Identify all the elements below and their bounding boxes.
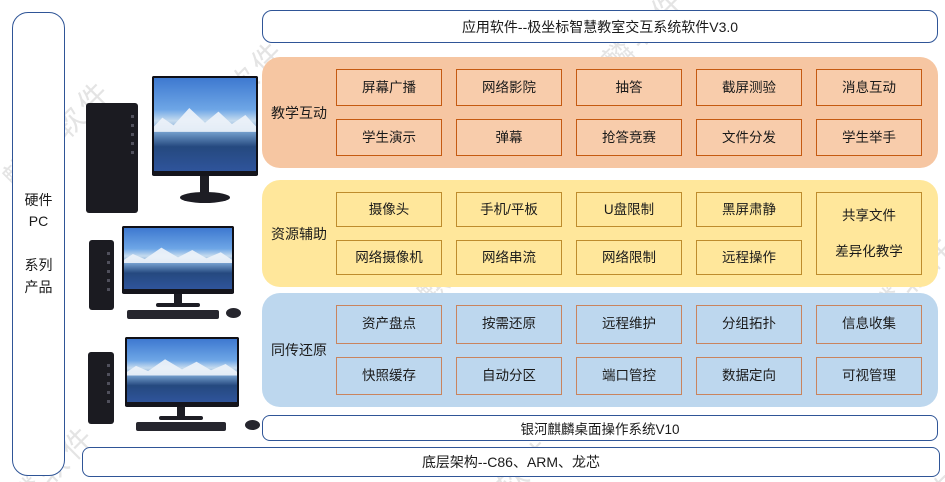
feature-box: 端口管控 — [576, 356, 682, 395]
section-label: 同传还原 — [271, 342, 327, 358]
feature-box: 网络限制 — [576, 240, 682, 275]
section-sync-restore: 同传还原 资产盘点 按需还原 远程维护 分组拓扑 信息收集 快照缓存 自动分区 … — [262, 293, 938, 407]
pc-tower-image — [88, 352, 114, 424]
feature-box: 分组拓扑 — [696, 305, 802, 344]
feature-box: 网络串流 — [456, 240, 562, 275]
feature-box: 快照缓存 — [336, 356, 442, 395]
hardware-sidebar: 硬件 PC 系列 产品 — [12, 12, 65, 476]
feature-grid: 共享文件 差异化教学 摄像头 手机/平板 U盘限制 黑屏肃静 网络摄像机 网络串… — [336, 192, 922, 275]
feature-box: 学生演示 — [336, 119, 442, 156]
feature-box: 文件分发 — [696, 119, 802, 156]
feature-box: 数据定向 — [696, 356, 802, 395]
kylin-os-bar: 银河麒麟桌面操作系统V10 — [262, 415, 938, 441]
feature-box: 资产盘点 — [336, 305, 442, 344]
pc-tower-image — [86, 103, 138, 213]
feature-grid: 屏幕广播 网络影院 抽答 截屏测验 消息互动 学生演示 弹幕 抢答竞赛 文件分发… — [336, 69, 922, 156]
feature-box: 截屏测验 — [696, 69, 802, 106]
feature-box-line: 共享文件 — [842, 207, 896, 223]
pc-monitor-image — [152, 76, 258, 176]
feature-box: 黑屏肃静 — [696, 192, 802, 227]
pc-monitor-base — [159, 416, 203, 420]
feature-box: 自动分区 — [456, 356, 562, 395]
feature-box: 网络影院 — [456, 69, 562, 106]
hardware-sidebar-label: 硬件 PC 系列 产品 — [24, 191, 53, 295]
feature-box: 远程操作 — [696, 240, 802, 275]
feature-box: U盘限制 — [576, 192, 682, 227]
feature-box: 摄像头 — [336, 192, 442, 227]
feature-box: 抽答 — [576, 69, 682, 106]
base-architecture-bar: 底层架构--C86、ARM、龙芯 — [82, 447, 940, 477]
feature-box: 可视管理 — [816, 356, 922, 395]
feature-box: 网络摄像机 — [336, 240, 442, 275]
pc-monitor-base — [180, 192, 230, 203]
pc-monitor-stand — [200, 176, 209, 194]
feature-box: 弹幕 — [456, 119, 562, 156]
app-software-label: 应用软件--极坐标智慧教室交互系统软件V3.0 — [461, 18, 739, 35]
pc-tower-image — [89, 240, 114, 310]
feature-box: 信息收集 — [816, 305, 922, 344]
feature-box-tall: 共享文件 差异化教学 — [816, 192, 922, 275]
feature-box: 屏幕广播 — [336, 69, 442, 106]
pc-mouse-image — [226, 308, 241, 318]
base-architecture-label: 底层架构--C86、ARM、龙芯 — [421, 454, 601, 470]
section-resource-assist: 资源辅助 共享文件 差异化教学 摄像头 手机/平板 U盘限制 黑屏肃静 网络摄像… — [262, 180, 938, 287]
section-label: 教学互动 — [271, 104, 327, 121]
feature-box: 远程维护 — [576, 305, 682, 344]
feature-grid: 资产盘点 按需还原 远程维护 分组拓扑 信息收集 快照缓存 自动分区 端口管控 … — [336, 305, 922, 395]
feature-box-line: 差异化教学 — [835, 243, 903, 259]
feature-box: 抢答竞赛 — [576, 119, 682, 156]
pc-keyboard-image — [127, 310, 219, 319]
feature-box: 消息互动 — [816, 69, 922, 106]
pc-mouse-image — [245, 420, 260, 430]
section-label: 资源辅助 — [271, 225, 327, 242]
kylin-os-label: 银河麒麟桌面操作系统V10 — [520, 422, 680, 437]
pc-monitor-stand — [174, 294, 182, 304]
pc-monitor-image — [122, 226, 234, 294]
section-teaching-interaction: 教学互动 屏幕广播 网络影院 抽答 截屏测验 消息互动 学生演示 弹幕 抢答竞赛… — [262, 57, 938, 168]
pc-keyboard-image — [136, 422, 226, 431]
app-software-bar: 应用软件--极坐标智慧教室交互系统软件V3.0 — [262, 10, 938, 43]
pc-monitor-base — [156, 303, 200, 307]
feature-box: 按需还原 — [456, 305, 562, 344]
feature-box: 手机/平板 — [456, 192, 562, 227]
feature-box: 学生举手 — [816, 119, 922, 156]
pc-monitor-stand — [177, 407, 185, 417]
pc-monitor-image — [125, 337, 239, 407]
